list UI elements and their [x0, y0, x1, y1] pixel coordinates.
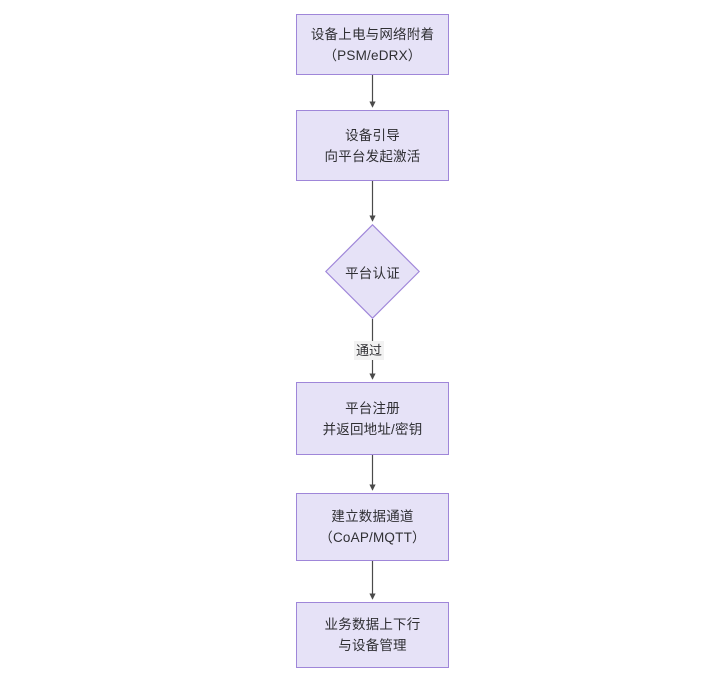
node-data-channel-setup[interactable]: 建立数据通道 （CoAP/MQTT） — [296, 493, 449, 561]
node-device-power-on[interactable]: 设备上电与网络附着 （PSM/eDRX） — [296, 14, 449, 75]
edge-label-pass: 通过 — [354, 341, 385, 360]
node-power-on-line2: （PSM/eDRX） — [323, 47, 422, 63]
node-channel-line2: （CoAP/MQTT） — [319, 530, 426, 545]
node-data-mgmt-line1: 业务数据上下行 — [324, 617, 421, 632]
node-decision-label: 平台认证 — [345, 265, 400, 281]
node-channel-line1: 建立数据通道 — [331, 509, 414, 524]
diamond-shape-icon — [325, 224, 420, 319]
node-data-mgmt-line2: 与设备管理 — [338, 638, 407, 653]
node-device-bootstrap[interactable]: 设备引导 向平台发起激活 — [296, 110, 449, 181]
node-bootstrap-line2: 向平台发起激活 — [324, 148, 421, 164]
node-power-on-line1: 设备上电与网络附着 — [310, 26, 435, 42]
node-register-line2: 并返回地址/密钥 — [322, 421, 423, 437]
node-business-data-and-device-management[interactable]: 业务数据上下行 与设备管理 — [296, 602, 449, 668]
node-register-line1: 平台注册 — [345, 400, 400, 416]
node-platform-authentication[interactable]: 平台认证 — [325, 224, 420, 319]
node-bootstrap-line1: 设备引导 — [345, 127, 400, 143]
node-platform-registration[interactable]: 平台注册 并返回地址/密钥 — [296, 382, 449, 455]
